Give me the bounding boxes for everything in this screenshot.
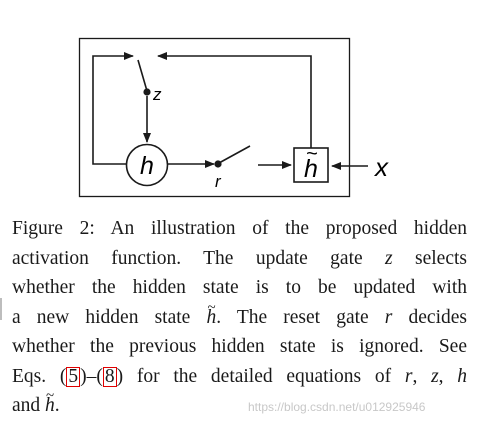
caption-line-7: and ~h. — [12, 388, 467, 421]
caption-text: activation function. The update gate — [12, 247, 386, 269]
x-input-label: x — [373, 152, 389, 182]
r-switch-lever — [218, 145, 251, 164]
equation-reference-link[interactable]: 8 — [102, 365, 117, 387]
tilde-accent: ~ — [46, 388, 55, 404]
caption-text: )–( — [80, 365, 103, 387]
caption-line-4: a new hidden state ~h. The reset gate r … — [12, 300, 467, 333]
caption-text: Figure 2: An illustration of the propose… — [12, 218, 467, 239]
caption-text: . The reset gate — [216, 306, 385, 328]
figure-caption: Figure 2: An illustration of the propose… — [12, 214, 467, 421]
caption-text: decides — [392, 306, 467, 328]
caption-line-3: whether the hidden state is to be update… — [12, 273, 467, 303]
caption-text: ) for the detailed equations of — [116, 365, 405, 387]
caption-line-5: whether the previous hidden state is ign… — [12, 332, 467, 362]
source-watermark: https://blog.csdn.net/u012925946 — [248, 400, 426, 414]
math-var-z: z — [385, 247, 393, 269]
math-var-h: h — [45, 395, 55, 416]
gru-diagram: z h r h ~ x — [78, 37, 389, 198]
math-var-r: r — [384, 306, 393, 328]
caption-text: selects — [392, 247, 467, 269]
hidden-unit-circle — [125, 143, 169, 187]
math-var-h: h — [206, 306, 217, 328]
tilde-accent: ~ — [207, 299, 216, 316]
caption-line-6: Eqs. (5)–(8) for the detailed equations … — [12, 362, 467, 392]
caption-text: a new hidden state — [12, 306, 207, 328]
hidden-unit-label: h — [140, 152, 154, 180]
caption-text: , — [412, 365, 432, 387]
math-var-h-tilde: ~h — [206, 300, 217, 333]
z-gate-label: z — [152, 85, 162, 104]
caption-text: Eqs. ( — [12, 365, 67, 387]
caption-text: and — [12, 395, 46, 416]
caption-text: . — [54, 395, 60, 416]
caption-line-2: activation function. The update gate z s… — [12, 244, 467, 274]
z-gate-node — [143, 88, 151, 96]
z-switch-lever — [137, 59, 148, 92]
caption-text: whether the previous hidden state is ign… — [12, 336, 467, 357]
r-gate-label: r — [215, 172, 222, 191]
math-var-h-tilde: ~h — [45, 388, 55, 421]
caption-line-1: Figure 2: An illustration of the propose… — [12, 214, 467, 244]
candidate-feedback-path — [157, 52, 312, 148]
page-edge-mark — [0, 298, 2, 320]
caption-text: whether the hidden state is to be update… — [12, 277, 467, 298]
math-var-h: h — [457, 365, 468, 387]
equation-reference-link[interactable]: 5 — [66, 365, 81, 387]
candidate-state-label: h — [304, 155, 318, 183]
candidate-state-tilde: ~ — [306, 143, 318, 165]
caption-text: , — [438, 365, 458, 387]
figure-frame — [78, 37, 351, 198]
math-var-r: r — [404, 365, 413, 387]
math-var-z: z — [431, 365, 439, 387]
loop-left-path — [92, 52, 134, 165]
